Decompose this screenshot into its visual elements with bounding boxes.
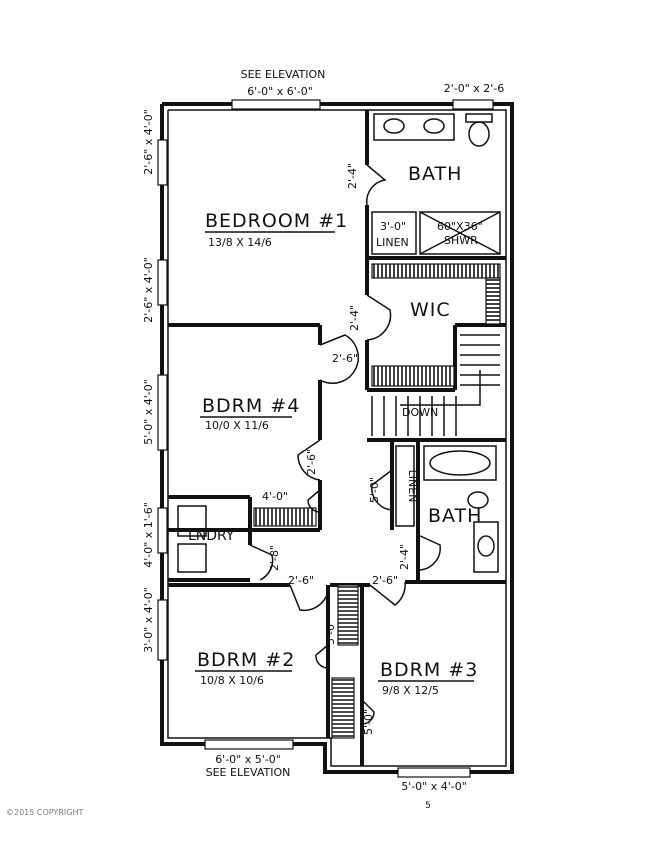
left-window-label-4: 4'-0" x 1'-6" xyxy=(142,502,155,568)
door-bdrm3-label: 2'-6" xyxy=(372,574,398,587)
bottom-elevation-label: SEE ELEVATION xyxy=(206,766,291,779)
bdrm4-size: 10/0 X 11/6 xyxy=(205,419,269,432)
stairs-label: DOWN xyxy=(402,406,438,419)
bedroom1-name: BEDROOM #1 xyxy=(205,210,348,232)
door-bdrm4-label: 2'-6" xyxy=(305,449,318,475)
door-laundry-label: 2'-8" xyxy=(268,545,281,571)
left-window-label-5: 3'-0" x 4'-0" xyxy=(142,587,155,653)
linen-top-name: LINEN xyxy=(376,236,409,249)
bath-top-fixtures xyxy=(373,113,493,147)
top-elevation-label: SEE ELEVATION xyxy=(241,68,326,81)
door-bdrm2-closet-label: 5'-0" xyxy=(324,619,337,645)
door-bdrm2-label: 2'-6" xyxy=(288,574,314,587)
bath-top-name: BATH xyxy=(408,163,462,185)
door-bedroom1-label: 2'-6" xyxy=(332,352,358,365)
bdrm4-name: BDRM #4 xyxy=(202,395,300,417)
left-window-label-1: 2'-6" x 4'-0" xyxy=(142,109,155,175)
door-wic-label: 2'-4" xyxy=(348,305,361,331)
linen-mid-name: LINEN xyxy=(406,470,419,503)
bdrm3-name: BDRM #3 xyxy=(380,659,478,681)
bdrm2-size: 10/8 X 10/6 xyxy=(200,674,264,687)
wic-name: WIC xyxy=(410,299,451,321)
bottom-right-window-label: 5'-0" x 4'-0" xyxy=(401,780,467,793)
door-bath-mid-label: 2'-4" xyxy=(398,544,411,570)
door-swings xyxy=(249,164,441,725)
left-window-label-2: 2'-6" x 4'-0" xyxy=(142,257,155,323)
top-elevation-size: 6'-0" x 6'-0" xyxy=(247,85,313,98)
bedroom1-size: 13/8 X 14/6 xyxy=(208,236,272,249)
bath-mid-name: BATH xyxy=(428,505,482,527)
bdrm2-name: BDRM #2 xyxy=(197,649,295,671)
left-window-label-3: 5'-0" x 4'-0" xyxy=(142,379,155,445)
door-bdrm4-closet-label: 4'-0" xyxy=(262,490,288,503)
linen-top-size: 3'-0" xyxy=(380,220,406,233)
door-bath-top-label: 2'-4" xyxy=(346,163,359,189)
shower-size: 60"X36" xyxy=(437,220,483,233)
laundry-name: LNDRY xyxy=(188,528,235,544)
shower-name: SHWR xyxy=(444,234,478,247)
closet-hatch-lines xyxy=(255,264,500,737)
bottom-elevation-size: 6'-0" x 5'-0" xyxy=(215,753,281,766)
door-linen-mid-label: 5'-0" xyxy=(368,477,381,503)
door-bdrm3-closet-label: 5'-0" xyxy=(362,709,375,735)
copyright-text: ©2015 COPYRIGHT xyxy=(6,808,83,817)
stairs xyxy=(371,334,500,436)
bdrm3-size: 9/8 X 12/5 xyxy=(382,684,439,697)
exterior-walls xyxy=(157,99,514,778)
top-right-window-label: 2'-0" x 2'-6 xyxy=(444,82,505,95)
page-mark: 5 xyxy=(425,801,431,811)
